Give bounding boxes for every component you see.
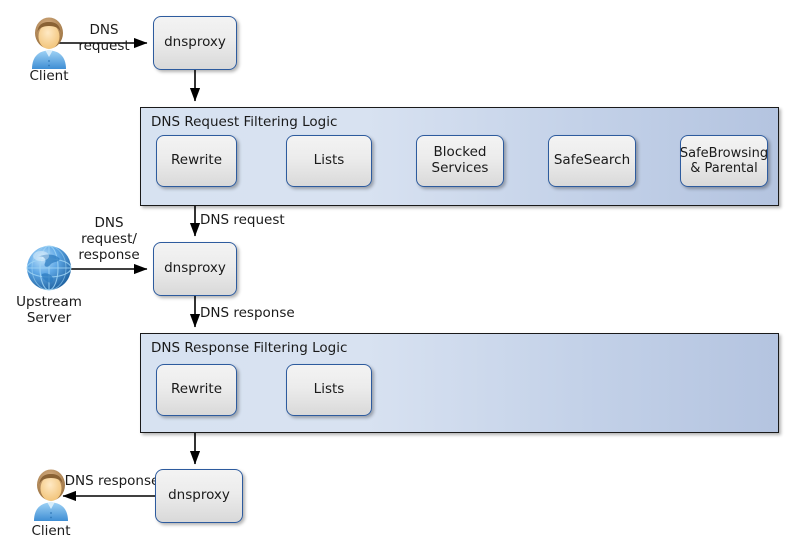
edge-label-client-to-dnsproxy: DNS request [78,22,130,55]
edge-label-dnsproxy-to-response-panel: DNS response [200,305,295,321]
client-bottom-label: Client [31,523,71,539]
dnsproxy-node-bottom[interactable]: dnsproxy [155,469,243,523]
edge-label-dnsproxy-to-request-panel: DNS request [200,212,285,228]
request-step-safebrowsing-parental[interactable]: SafeBrowsing & Parental [680,135,768,187]
response-panel-title: DNS Response Filtering Logic [151,340,348,356]
request-panel-title: DNS Request Filtering Logic [151,114,338,130]
dnsproxy-node-middle[interactable]: dnsproxy [153,242,237,296]
user-icon [34,469,68,521]
globe-icon [26,245,72,291]
request-step-blocked-services[interactable]: Blocked Services [416,135,504,187]
dns-response-filtering-panel: DNS Response Filtering Logic [140,333,779,433]
response-step-lists[interactable]: Lists [286,364,372,416]
dnsproxy-node-top[interactable]: dnsproxy [153,16,237,70]
client-top-label: Client [29,68,69,84]
edge-label-dnsproxy-to-client: DNS response [64,473,160,489]
request-step-lists[interactable]: Lists [286,135,372,187]
edge-label-upstream-exchange: DNS request/ response [78,215,140,264]
response-step-rewrite[interactable]: Rewrite [156,364,237,416]
user-icon [32,17,66,69]
request-step-safesearch[interactable]: SafeSearch [548,135,636,187]
request-step-rewrite[interactable]: Rewrite [156,135,237,187]
upstream-server-label: Upstream Server [16,294,82,327]
